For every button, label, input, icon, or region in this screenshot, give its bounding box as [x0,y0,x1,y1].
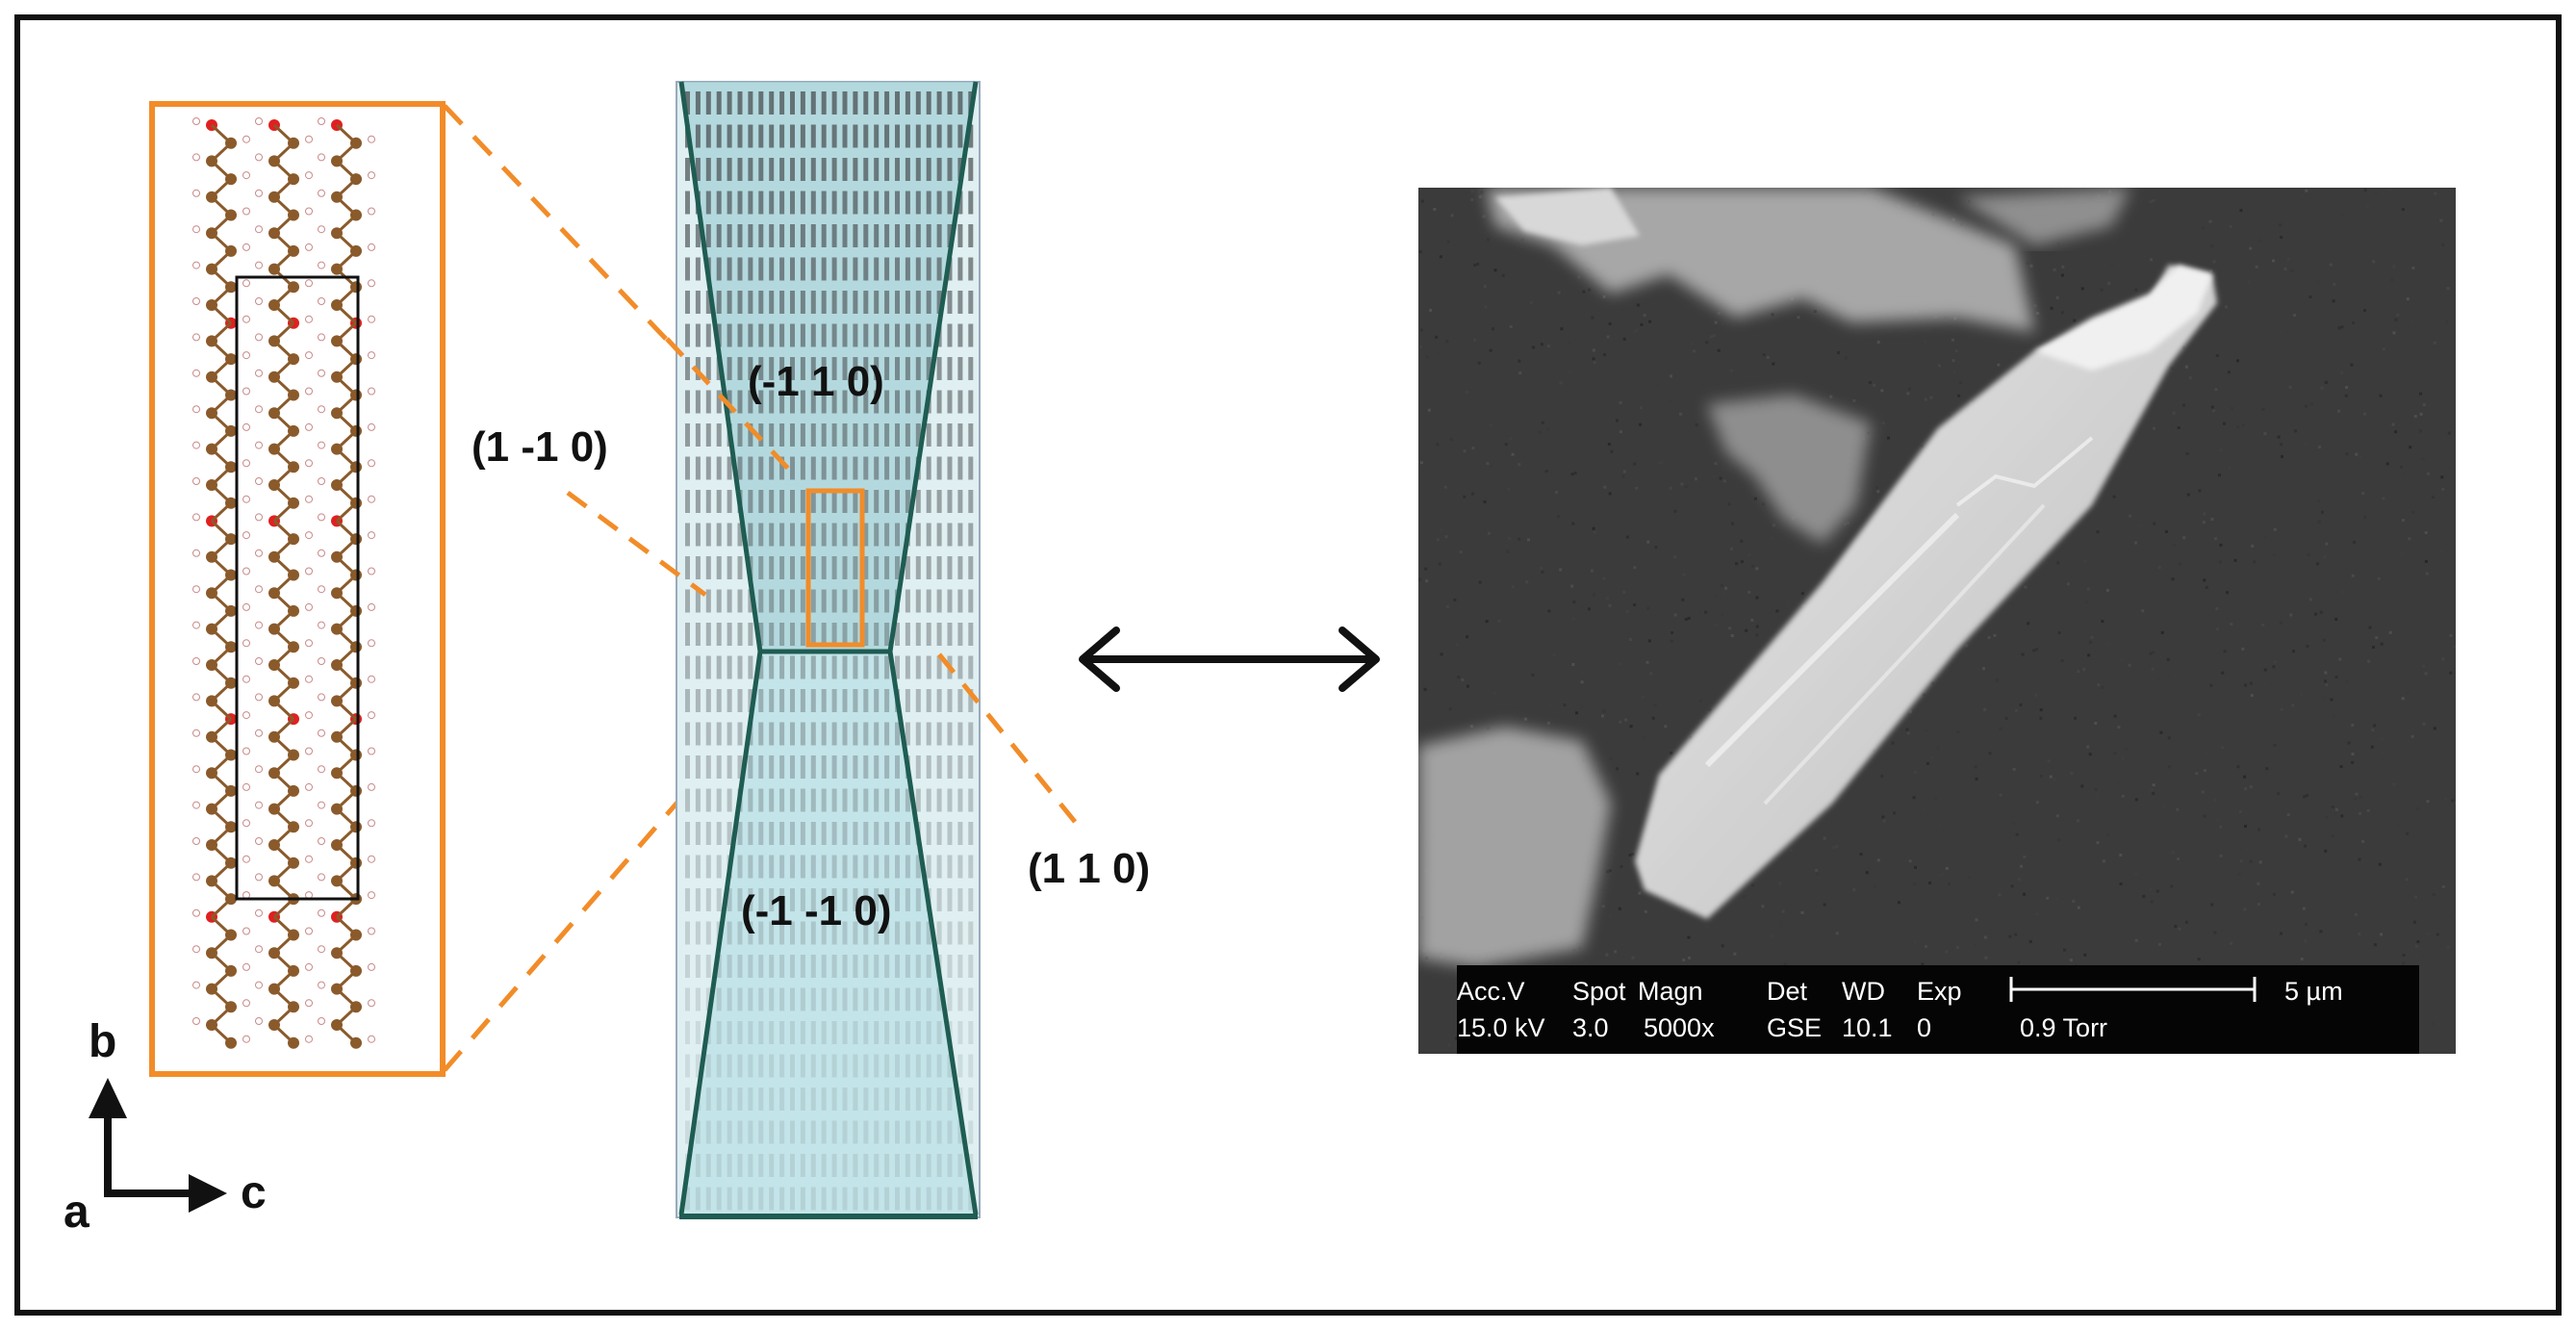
sem-value-exp: 0 [1917,1013,1932,1042]
sem-value-det: GSE [1767,1013,1823,1042]
axis-label-b: b [89,1016,117,1067]
bottom-pyramid-face [681,652,976,1215]
crystal-diagram [676,81,981,1219]
crystal-zoom-box [805,488,865,648]
sem-value-pressure: 0.9 Torr [2020,1013,2108,1042]
plane-label-top: (-1 1 0) [748,358,884,405]
crystal-edges-lower [678,649,979,1215]
zoom-line-bottom [443,648,812,1072]
plane-label-right: (1 1 0) [1028,845,1151,892]
sem-value-magn: 5000x [1644,1013,1715,1042]
axes-indicator [89,1078,227,1213]
leader-top [665,337,793,473]
plane-label-left: (1 -1 0) [472,423,608,471]
sem-image [1418,188,2456,1054]
double-headed-arrow-icon [1079,627,1380,692]
scale-bar [2009,977,2257,1002]
unit-cell-box [235,275,360,901]
c-axis-arrowhead-icon [189,1174,227,1213]
axis-label-c: c [241,1167,267,1218]
lattice-pattern [685,91,974,1211]
sem-header-spot: Spot [1572,977,1626,1006]
sem-header-wd: WD [1842,977,1885,1006]
sem-header-det: Det [1767,977,1808,1006]
outer-frame [14,14,2562,1316]
molecular-chains [192,117,375,1049]
sem-header-magn: Magn [1638,977,1703,1006]
sem-value-wd: 10.1 [1842,1013,1893,1042]
leader-left [566,490,707,598]
molecule-zoom-frame [149,101,446,1077]
plane-leader-lines [566,337,1078,825]
axis-label-a: a [64,1187,89,1238]
sem-info-bar: Acc.V Spot Magn Det WD Exp 15.0 kV 3.0 5… [1457,965,2419,1054]
top-pyramid-face [681,82,976,652]
sem-micrograph: Acc.V Spot Magn Det WD Exp 15.0 kV 3.0 5… [1418,188,2456,1054]
plane-label-bottom: (-1 -1 0) [741,887,892,934]
sem-value-spot: 3.0 [1572,1013,1609,1042]
sem-scale-label: 5 µm [2284,977,2343,1006]
b-axis-arrowhead-icon [89,1078,127,1118]
sem-value-accv: 15.0 kV [1457,1013,1545,1042]
sem-header-exp: Exp [1917,977,1962,1006]
sem-header-accv: Acc.V [1457,977,1525,1006]
